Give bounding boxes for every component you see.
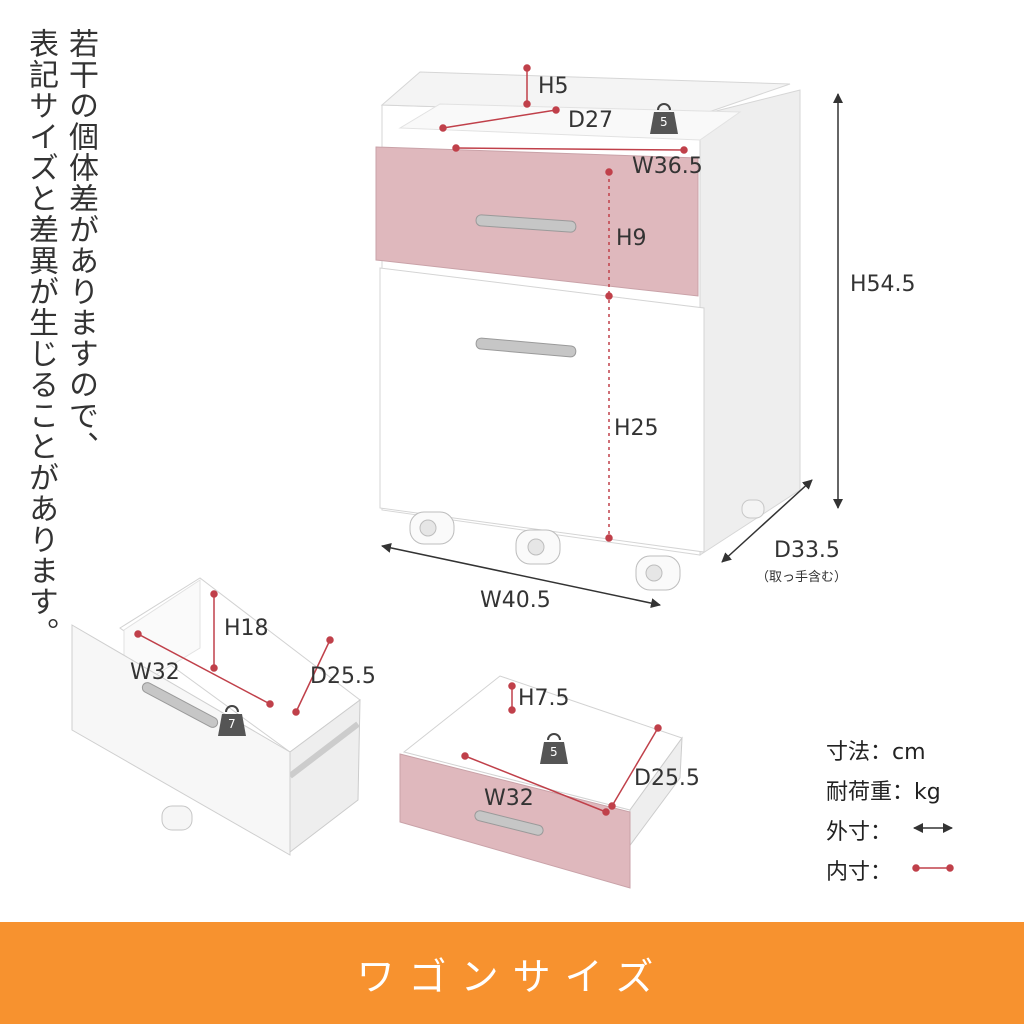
label-total-depth: D33.5 [774,538,840,563]
legend-unit: 寸法：cm [826,740,926,765]
shallow-drawer [399,675,683,889]
wagon-cabinet-door [379,267,705,553]
label-top-tray-height: H5 [538,74,569,99]
label-cabinet-height: H25 [614,416,659,441]
wagon-side-panel [699,89,801,556]
label-total-height: H54.5 [850,272,916,297]
note-line-1: 若干の個体差がありますので、 [63,28,98,462]
label-top-tray-depth: D27 [568,108,613,133]
pink-drawer-handle [475,214,577,233]
deep-weight-value: 7 [228,717,236,731]
legend-inner: 内寸： [826,860,893,885]
label-shallow-depth: D25.5 [634,766,700,791]
label-depth-note: （取っ手含む） [756,570,848,585]
deep-drawer-front [71,624,291,856]
caster-right [635,555,681,591]
caster-center [515,529,561,565]
weight-icon-shallow [540,733,568,764]
label-deep-depth: D25.5 [310,664,376,689]
weight-icon-deep [218,705,246,736]
inner-dimension-lines [439,64,688,542]
label-drawer-height: H9 [616,226,647,251]
label-deep-height: H18 [224,616,269,641]
caster-rear [741,499,765,519]
deep-drawer-caster [161,805,193,831]
note-line-2: 表記サイズと差異が生じることがあります。 [23,28,58,648]
deep-drawer-handle [141,682,219,728]
deep-drawer-rail [288,721,360,779]
furniture-illustration [71,64,954,889]
shallow-drawer-inner-lines [461,682,662,816]
shallow-weight-value: 5 [550,745,558,759]
label-total-width: W40.5 [480,588,551,613]
label-shallow-width: W32 [484,786,534,811]
weight-icon-top [650,103,678,134]
top-weight-value: 5 [660,115,668,129]
title-banner: ワゴンサイズ [0,922,1024,1024]
deep-drawer [71,577,361,856]
legend-inner-symbol [912,864,954,872]
label-shallow-height: H7.5 [518,686,570,711]
outer-dimension-lines [381,93,843,609]
caster-left [409,511,455,545]
cabinet-door-handle [475,337,577,358]
main-wagon [375,64,843,609]
banner-title: ワゴンサイズ [356,954,668,999]
deep-drawer-inner-lines [134,590,334,716]
label-top-tray-width: W36.5 [632,154,703,179]
legend-load: 耐荷重：kg [826,780,941,805]
legend-outer: 外寸： [826,820,893,845]
shallow-drawer-handle [474,810,544,836]
label-deep-width: W32 [130,660,180,685]
